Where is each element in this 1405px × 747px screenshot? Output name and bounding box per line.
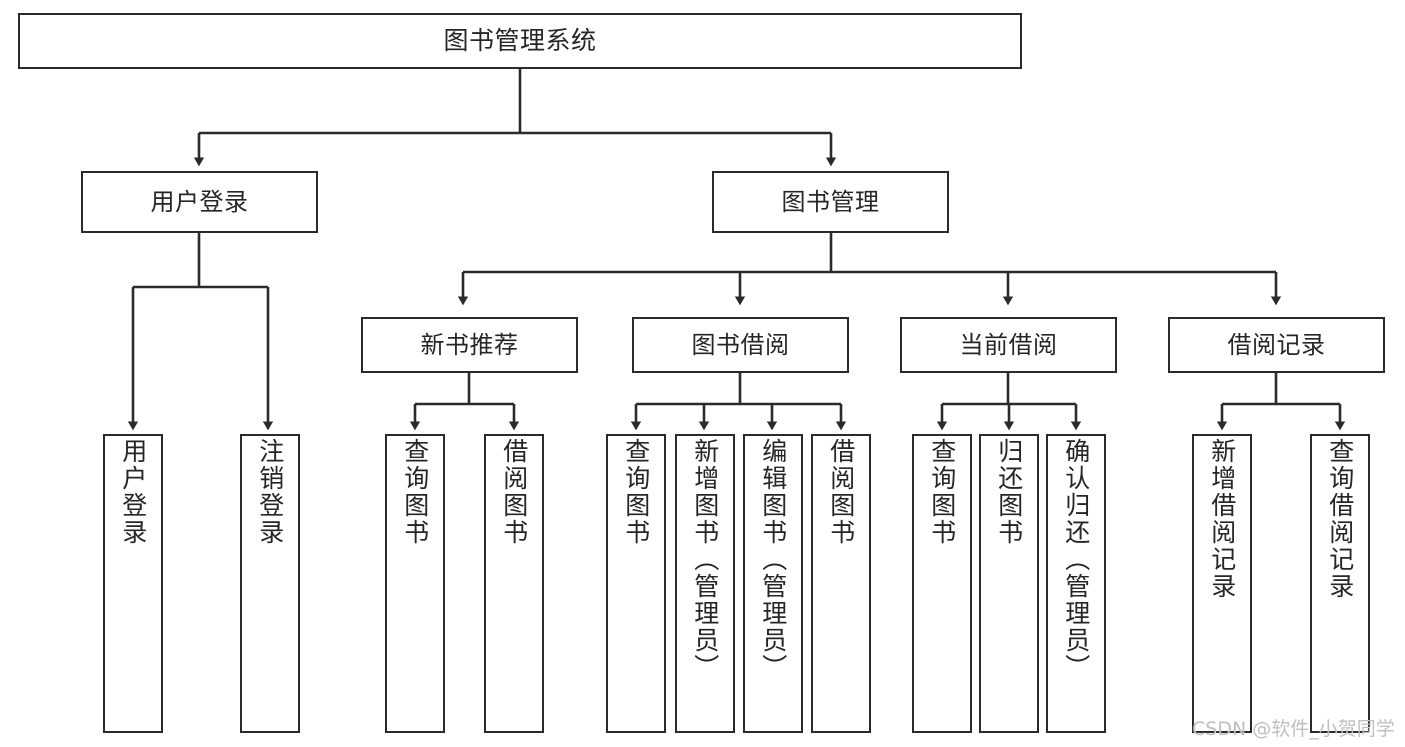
node-label: 新增图书（管理员） (690, 438, 720, 681)
node-current-borrow[interactable]: 当前借阅 (900, 317, 1117, 373)
leaf-user-login-login[interactable]: 用户登录 (103, 434, 163, 733)
leaf-borrow-query-book[interactable]: 查询图书 (606, 434, 666, 733)
leaf-record-add-record[interactable]: 新增借阅记录 (1192, 434, 1252, 733)
node-new-book-recommend[interactable]: 新书推荐 (361, 317, 578, 373)
node-label: 查询图书 (400, 438, 430, 546)
node-label: 图书管理 (781, 187, 880, 216)
node-label: 归还图书 (994, 438, 1024, 546)
node-label: 查询借阅记录 (1325, 438, 1355, 600)
node-book-borrow[interactable]: 图书借阅 (632, 317, 849, 373)
leaf-current-confirm-return-admin[interactable]: 确认归还（管理员） (1046, 434, 1106, 733)
node-label: 查询图书 (621, 438, 651, 546)
node-label: 借阅记录 (1227, 330, 1326, 359)
leaf-recommend-borrow-book[interactable]: 借阅图书 (484, 434, 544, 733)
node-label: 查询图书 (927, 438, 957, 546)
leaf-record-query-record[interactable]: 查询借阅记录 (1310, 434, 1370, 733)
node-label: 确认归还（管理员） (1061, 438, 1091, 681)
node-label: 当前借阅 (959, 330, 1058, 359)
node-label: 图书管理系统 (443, 26, 597, 56)
leaf-current-query-book[interactable]: 查询图书 (912, 434, 972, 733)
leaf-borrow-edit-book-admin[interactable]: 编辑图书（管理员） (743, 434, 803, 733)
node-label: 借阅图书 (826, 438, 856, 546)
node-label: 借阅图书 (499, 438, 529, 546)
node-label: 用户登录 (150, 187, 249, 216)
node-label: 图书借阅 (691, 330, 790, 359)
node-label: 新书推荐 (420, 330, 519, 359)
leaf-user-login-logout[interactable]: 注销登录 (240, 434, 300, 733)
node-borrow-record[interactable]: 借阅记录 (1168, 317, 1385, 373)
csdn-watermark: CSDN @软件_小贺同学 (1192, 718, 1395, 740)
leaf-borrow-add-book-admin[interactable]: 新增图书（管理员） (675, 434, 735, 733)
node-root-library-system[interactable]: 图书管理系统 (18, 13, 1022, 69)
node-user-login[interactable]: 用户登录 (81, 171, 318, 233)
node-label: 注销登录 (255, 438, 285, 546)
node-label: 用户登录 (118, 438, 148, 546)
node-label: 新增借阅记录 (1207, 438, 1237, 600)
leaf-current-return-book[interactable]: 归还图书 (979, 434, 1039, 733)
leaf-recommend-query-book[interactable]: 查询图书 (385, 434, 445, 733)
leaf-borrow-borrow-book[interactable]: 借阅图书 (811, 434, 871, 733)
node-label: 编辑图书（管理员） (758, 438, 788, 681)
node-book-management[interactable]: 图书管理 (712, 171, 949, 233)
